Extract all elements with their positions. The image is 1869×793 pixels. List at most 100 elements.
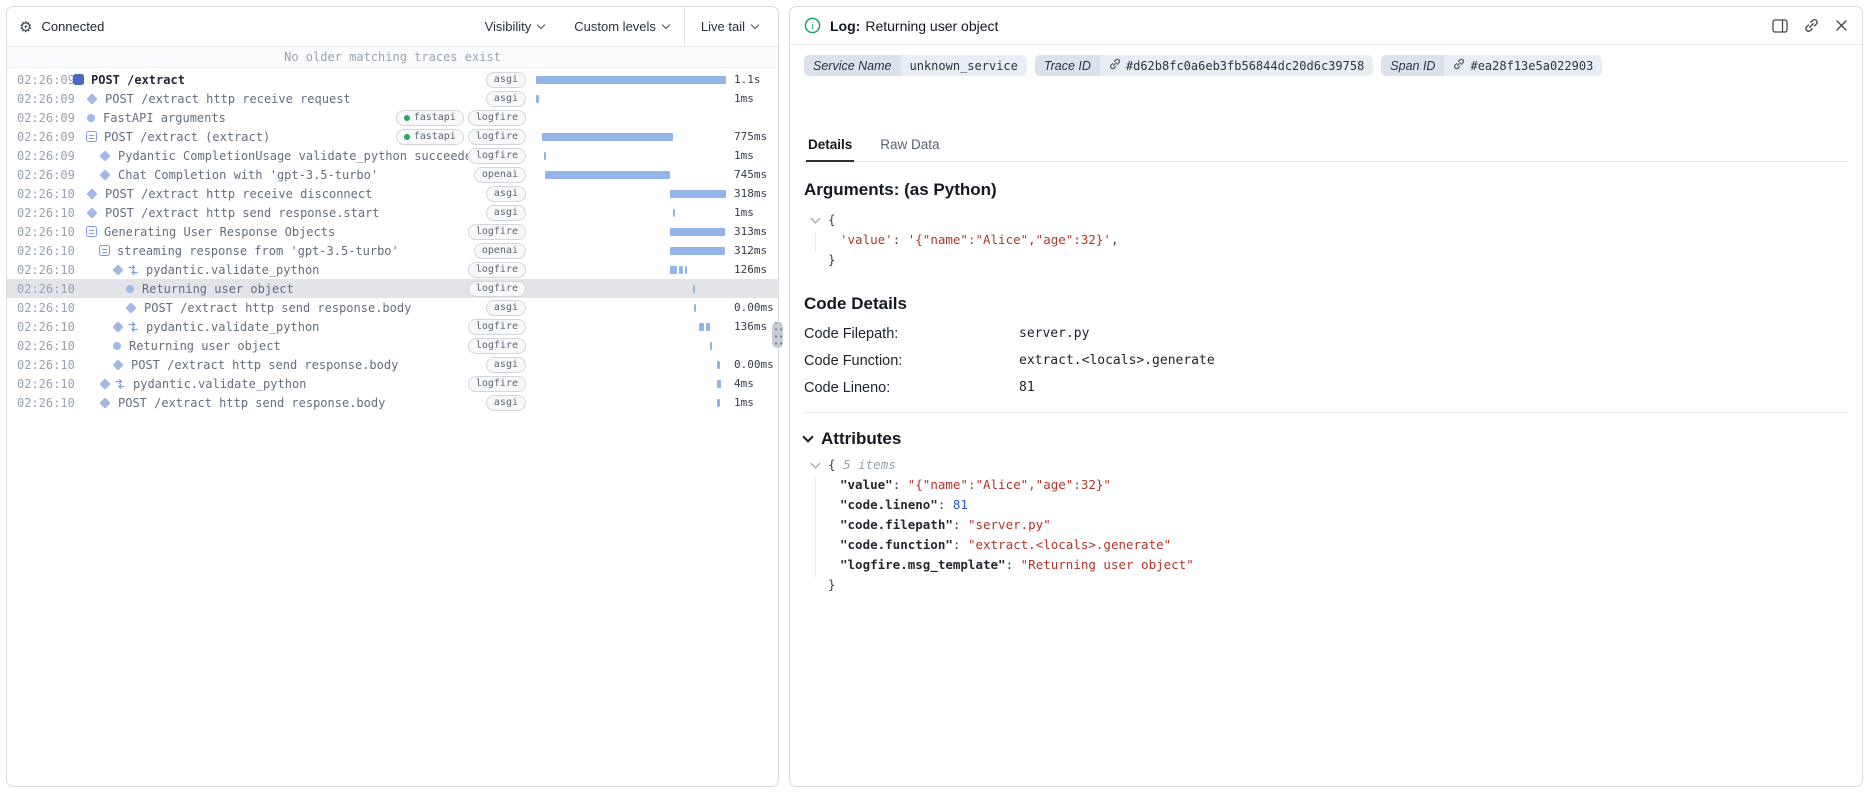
span-id-value: #ea28f13e5a022903	[1444, 55, 1602, 76]
duration-text: 745ms	[734, 168, 768, 181]
duration-text: 4ms	[734, 377, 754, 390]
trace-id-label: Trace ID	[1034, 55, 1100, 76]
link-icon	[1453, 58, 1465, 73]
trace-tags: asgi	[485, 299, 526, 316]
event-icon	[112, 358, 124, 371]
trace-tags: asgi	[485, 394, 526, 411]
group-icon	[86, 131, 97, 142]
event-icon	[86, 206, 98, 219]
log-icon	[112, 341, 122, 350]
chevron-down-icon	[750, 20, 760, 29]
attribute-entry: "code.function": "extract.<locals>.gener…	[840, 537, 1172, 552]
open-in-panel-icon[interactable]	[1772, 18, 1788, 33]
duration-bar	[536, 184, 726, 203]
trace-time: 02:26:09	[17, 129, 75, 144]
trace-time: 02:26:10	[17, 395, 75, 410]
tag-asgi: asgi	[485, 204, 526, 221]
attributes-heading: Attributes	[821, 429, 902, 448]
duration-bar	[536, 108, 726, 127]
indent-spacer	[73, 364, 112, 365]
trace-tags: logfire	[467, 337, 526, 354]
trace-tags: openai	[473, 166, 526, 183]
collapse-caret-icon[interactable]	[810, 213, 821, 224]
trace-time: 02:26:09	[17, 148, 75, 163]
attribute-entry: "value": "{"name":"Alice","age":32}"	[840, 477, 1111, 492]
panel-resize-handle[interactable]	[772, 322, 783, 348]
tag-logfire: logfire	[467, 261, 526, 278]
root-span-icon	[73, 74, 84, 85]
indent-spacer	[73, 193, 86, 194]
trace-time: 02:26:10	[17, 205, 75, 220]
attributes-toggle[interactable]: Attributes	[802, 429, 1848, 449]
tab-raw-data[interactable]: Raw Data	[880, 137, 940, 152]
duration-text: 0.00ms	[734, 301, 774, 314]
indent-spacer	[73, 155, 99, 156]
trace-label: pydantic.validate_python	[133, 376, 307, 391]
connection-status: Connected	[41, 19, 105, 34]
detail-body: Service Name unknown_service Trace ID #d…	[790, 45, 1862, 786]
trace-label: POST /extract	[91, 72, 185, 87]
attributes-close-line: }	[828, 577, 836, 592]
green-dot-icon	[403, 114, 410, 121]
indent-spacer	[73, 326, 112, 327]
trace-label: POST /extract (extract)	[104, 129, 271, 144]
indent-spacer	[73, 269, 112, 270]
trace-tags: asgi	[485, 204, 526, 221]
duration-bar	[536, 355, 726, 374]
live-tail-dropdown[interactable]: Live tail	[683, 7, 778, 46]
trace-label: streaming response from 'gpt-3.5-turbo'	[117, 243, 399, 258]
items-count-label: 5 items	[843, 457, 896, 472]
meta-badges: Service Name unknown_service Trace ID #d…	[804, 55, 1848, 118]
arguments-open-line: {	[804, 210, 1848, 230]
duration-text: 312ms	[734, 244, 768, 257]
custom-levels-dropdown[interactable]: Custom levels	[574, 19, 671, 34]
visibility-dropdown[interactable]: Visibility	[485, 19, 546, 34]
arguments-value-line: 'value': '{"name":"Alice","age":32}',	[840, 232, 1119, 247]
trace-time: 02:26:10	[17, 186, 75, 201]
trace-tags: asgi	[485, 71, 526, 88]
indent-spacer	[73, 307, 125, 308]
arguments-close-line: }	[828, 252, 836, 267]
trace-panel-header: ⚙ Connected Visibility Custom levels Liv…	[7, 7, 778, 47]
span-id-badge[interactable]: Span ID #ea28f13e5a022903	[1381, 55, 1603, 76]
log-icon	[86, 113, 96, 122]
trace-label: Returning user object	[129, 338, 281, 353]
close-icon[interactable]	[1835, 19, 1848, 32]
copy-link-icon[interactable]	[1804, 18, 1819, 33]
trace-id-badge[interactable]: Trace ID #d62b8fc0a6eb3fb56844dc20d6c397…	[1034, 55, 1374, 76]
trace-tags: logfire	[467, 261, 526, 278]
gear-icon[interactable]: ⚙	[19, 18, 33, 36]
tag-logfire: logfire	[467, 280, 526, 297]
code-detail-value: server.py	[1019, 326, 1090, 341]
collapse-caret-icon[interactable]	[810, 458, 821, 469]
detail-header-actions	[1772, 18, 1848, 33]
tab-details[interactable]: Details	[806, 130, 855, 162]
validate-icon	[112, 263, 139, 276]
tag-logfire: logfire	[467, 109, 526, 126]
duration-bar	[536, 393, 726, 412]
trace-label: Generating User Response Objects	[104, 224, 336, 239]
detail-panel-header: i Log: Returning user object	[790, 7, 1862, 45]
trace-time: 02:26:10	[17, 357, 75, 372]
trace-time: 02:26:10	[17, 376, 75, 391]
